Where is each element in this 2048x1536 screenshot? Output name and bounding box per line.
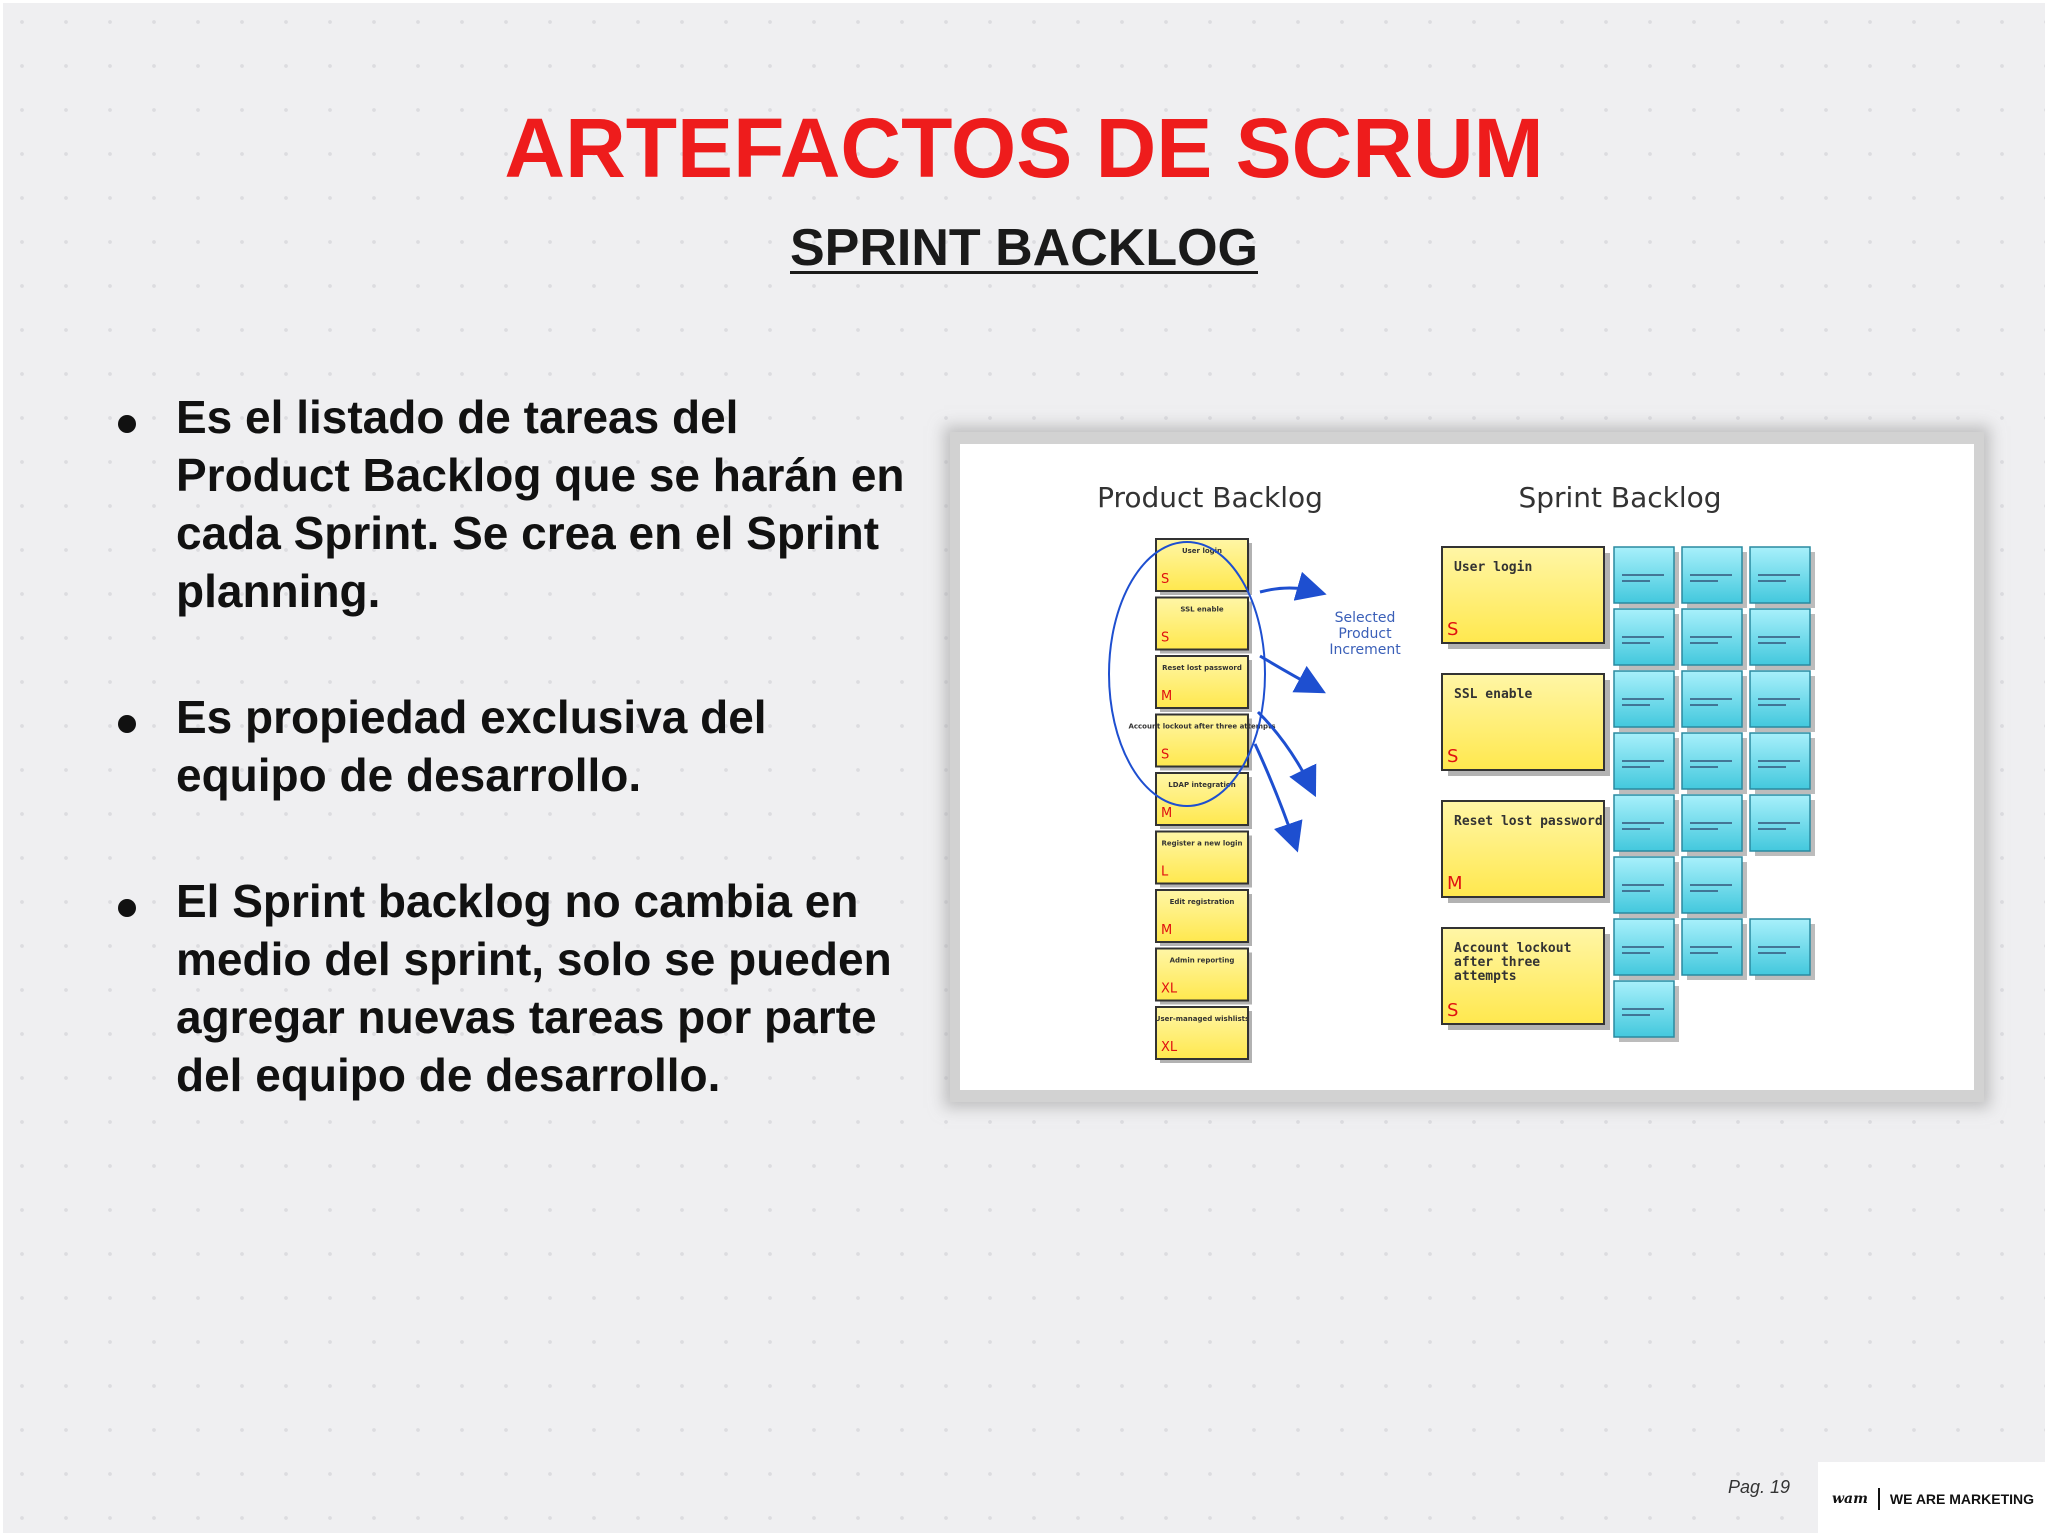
bullet-text: Es el listado de tareas del Product Back… (176, 391, 905, 617)
card-size: XL (1161, 1040, 1178, 1055)
bullet-item: Es propiedad exclusiva del equipo de des… (110, 688, 910, 804)
backlog-diagram-svg: Product Backlog Sprint Backlog User logi… (1097, 481, 1815, 1063)
story-title: User login (1454, 560, 1532, 575)
task-card (1681, 918, 1747, 980)
slide-title: ARTEFACTOS DE SCRUM (504, 101, 1544, 195)
selection-ellipse (1108, 541, 1266, 807)
bullet-text: El Sprint backlog no cambia en medio del… (176, 875, 892, 1101)
card-size: S (1161, 631, 1169, 646)
task-card (1681, 856, 1747, 918)
product-backlog-label: Product Backlog (1097, 481, 1323, 514)
task-card (1681, 546, 1747, 608)
bullet-dot-icon (118, 415, 136, 433)
story-size: M (1447, 873, 1463, 894)
task-card (1749, 732, 1815, 794)
bullet-item: El Sprint backlog no cambia en medio del… (110, 872, 910, 1104)
card-size: M (1161, 806, 1172, 821)
logo-text: WE ARE MARKETING (1889, 1491, 2035, 1507)
selected-label-line: Selected (1335, 610, 1396, 626)
task-card (1681, 794, 1747, 856)
story-title: attempts (1454, 969, 1517, 984)
task-card (1749, 608, 1815, 670)
arrow-icon (1256, 710, 1317, 798)
card-title: Admin reporting (1170, 957, 1235, 965)
selection-arrows (1253, 571, 1327, 853)
selected-label-line: Product (1338, 626, 1392, 642)
task-card (1613, 608, 1679, 670)
task-card (1613, 732, 1679, 794)
page-number: Pag. 19 (1727, 1477, 1790, 1497)
task-card (1613, 670, 1679, 732)
card-title: LDAP integration (1168, 781, 1235, 789)
task-card (1613, 918, 1679, 980)
card-title: SSL enable (1180, 606, 1224, 614)
task-card (1749, 670, 1815, 732)
arrow-icon (1253, 743, 1303, 853)
card-size: S (1161, 748, 1169, 763)
slide-subtitle: SPRINT BACKLOG (790, 219, 1258, 277)
card-size: M (1161, 923, 1172, 938)
task-card (1681, 732, 1747, 794)
company-logo: wam WE ARE MARKETING (1818, 1462, 2048, 1536)
card-size: XL (1161, 982, 1178, 997)
logo-mark: wam (1831, 1491, 1868, 1507)
task-card (1749, 918, 1815, 980)
task-card (1681, 670, 1747, 732)
bullet-dot-icon (118, 899, 136, 917)
logo-divider (1877, 1488, 1880, 1510)
task-card (1681, 608, 1747, 670)
task-card (1613, 546, 1679, 608)
card-size: M (1161, 689, 1172, 704)
story-title: Reset lost password (1454, 814, 1603, 829)
selected-label-line: Increment (1329, 642, 1401, 658)
card-title: User login (1182, 547, 1222, 555)
story-title: Account lockout (1454, 941, 1571, 956)
card-title: User-managed wishlists (1155, 1015, 1249, 1023)
task-card (1613, 794, 1679, 856)
bullet-item: Es el listado de tareas del Product Back… (110, 388, 910, 620)
card-title: Register a new login (1161, 840, 1242, 848)
card-size: S (1161, 572, 1169, 587)
story-size: S (1447, 746, 1458, 767)
arrow-icon (1259, 654, 1326, 694)
arrow-icon (1259, 571, 1327, 601)
story-size: S (1447, 1000, 1458, 1021)
backlog-diagram: Product Backlog Sprint Backlog User logi… (960, 444, 1974, 1090)
story-title: after three (1454, 955, 1540, 970)
task-card (1613, 856, 1679, 918)
bullet-list: Es el listado de tareas del Product Back… (110, 388, 910, 1172)
story-title: SSL enable (1454, 687, 1532, 702)
task-card (1749, 794, 1815, 856)
sprint-backlog-label: Sprint Backlog (1518, 481, 1721, 514)
card-title: Account lockout after three attempts (1128, 723, 1275, 731)
card-size: L (1161, 865, 1169, 880)
bullet-dot-icon (118, 715, 136, 733)
card-title: Reset lost password (1162, 664, 1242, 672)
task-card (1749, 546, 1815, 608)
task-card (1613, 980, 1679, 1042)
backlog-diagram-frame: Product Backlog Sprint Backlog User logi… (950, 432, 1984, 1102)
card-title: Edit registration (1170, 898, 1235, 906)
bullet-text: Es propiedad exclusiva del equipo de des… (176, 691, 767, 801)
story-size: S (1447, 619, 1458, 640)
